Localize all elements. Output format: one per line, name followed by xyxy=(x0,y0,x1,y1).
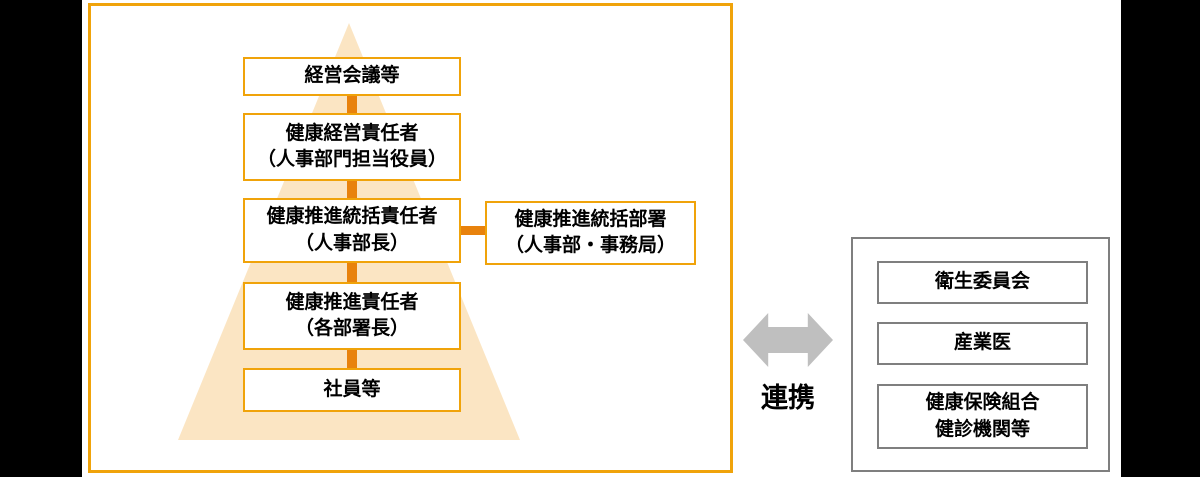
connector-level2-level3 xyxy=(347,263,357,282)
org-box-health-promotion-department: 健康推進統括部署 （人事部・事務局） xyxy=(485,201,696,265)
double-arrow-icon xyxy=(743,313,833,367)
document-page: 経営会議等 健康経営責任者 （人事部門担当役員） 健康推進統括責任者 （人事部長… xyxy=(82,0,1121,477)
org-box-health-promotion-manager: 健康推進責任者 （各部署長） xyxy=(243,282,461,350)
external-partners-frame: 衛生委員会 産業医 健康保険組合 健診機関等 xyxy=(851,237,1110,472)
internal-structure-frame: 経営会議等 健康経営責任者 （人事部門担当役員） 健康推進統括責任者 （人事部長… xyxy=(88,3,733,473)
connector-level3-level4 xyxy=(347,350,357,368)
connector-level2-sidebox xyxy=(461,226,485,235)
partner-box-health-insurance-association: 健康保険組合 健診機関等 xyxy=(877,384,1088,449)
org-box-employees: 社員等 xyxy=(243,368,461,412)
connector-level1-level2 xyxy=(347,181,357,198)
link-label: 連携 xyxy=(761,383,815,413)
connector-level0-level1 xyxy=(347,96,357,113)
org-box-health-promotion-general-manager: 健康推進統括責任者 （人事部長） xyxy=(243,198,461,263)
org-box-management-meeting: 経営会議等 xyxy=(243,57,461,96)
partner-box-occupational-physician: 産業医 xyxy=(877,322,1088,365)
partner-box-hygiene-committee: 衛生委員会 xyxy=(877,261,1088,304)
org-box-health-management-officer: 健康経営責任者 （人事部門担当役員） xyxy=(243,113,461,181)
